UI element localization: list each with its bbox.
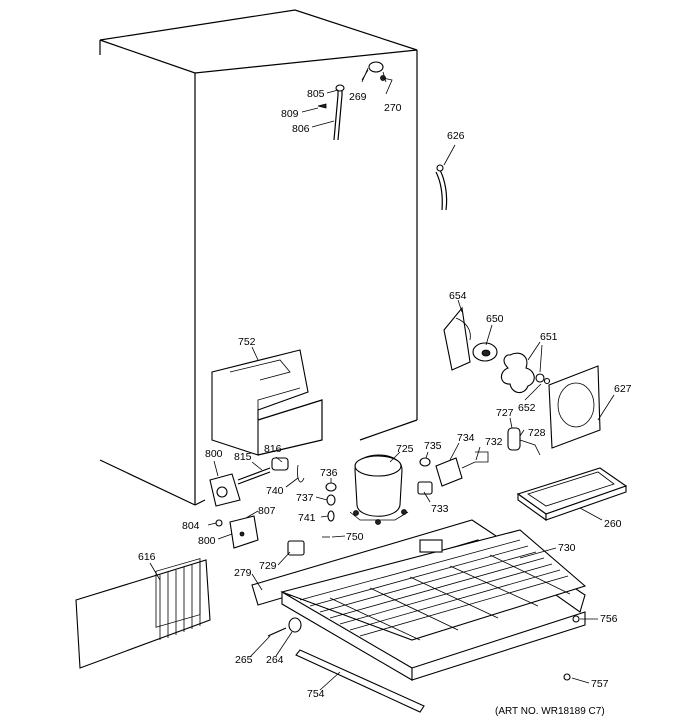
callout-260: 260 xyxy=(604,518,622,530)
drain-pan-260 xyxy=(516,467,628,522)
relay-assembly xyxy=(417,451,489,495)
callout-741: 741 xyxy=(298,512,316,524)
callout-754: 754 xyxy=(307,688,325,700)
water-valve-assembly xyxy=(209,457,337,549)
callout-650: 650 xyxy=(486,313,504,325)
condenser-fan-assembly xyxy=(443,306,601,449)
callout-816: 816 xyxy=(264,443,282,455)
callout-804: 804 xyxy=(182,520,200,532)
callout-750: 750 xyxy=(346,531,364,543)
rail-754 xyxy=(295,615,580,713)
callout-733: 733 xyxy=(431,503,449,515)
callout-264: 264 xyxy=(266,654,284,666)
callout-752: 752 xyxy=(238,336,256,348)
callout-652: 652 xyxy=(518,402,536,414)
callout-756: 756 xyxy=(600,613,618,625)
callout-616: 616 xyxy=(138,551,156,563)
callout-727: 727 xyxy=(496,407,514,419)
compressor-725 xyxy=(349,454,409,525)
callout-732: 732 xyxy=(485,436,503,448)
callout-654: 654 xyxy=(449,290,467,302)
cabinet xyxy=(99,9,418,506)
base-and-condenser xyxy=(251,519,587,681)
callout-651: 651 xyxy=(540,331,558,343)
callout-734: 734 xyxy=(457,432,475,444)
callout-737: 737 xyxy=(296,492,314,504)
callout-626: 626 xyxy=(447,130,465,142)
callout-728: 728 xyxy=(528,427,546,439)
callout-735: 735 xyxy=(424,440,442,452)
air-duct-752 xyxy=(211,349,323,456)
callout-807: 807 xyxy=(258,505,276,517)
fasteners-265-264 xyxy=(267,617,302,637)
callout-labels: 805 269 270 809 806 626 654 650 651 627 … xyxy=(138,88,632,700)
callout-265: 265 xyxy=(235,654,253,666)
callout-740: 740 xyxy=(266,485,284,497)
callout-725: 725 xyxy=(396,443,414,455)
callout-729: 729 xyxy=(259,560,277,572)
callout-800-top: 800 xyxy=(205,448,223,460)
callout-736: 736 xyxy=(320,467,338,479)
capacitor-727 xyxy=(507,427,541,456)
callout-730: 730 xyxy=(558,542,576,554)
callout-270: 270 xyxy=(384,102,402,114)
callout-800-bottom: 800 xyxy=(198,535,216,547)
leader-lines xyxy=(149,67,615,691)
callout-279: 279 xyxy=(234,567,252,579)
callout-809: 809 xyxy=(281,108,299,120)
callout-805: 805 xyxy=(307,88,325,100)
access-cover-616 xyxy=(75,558,211,669)
art-number: (ART NO. WR18189 C7) xyxy=(495,706,605,717)
callout-806: 806 xyxy=(292,123,310,135)
fan-motor-626 xyxy=(435,164,448,211)
junction-box-729 xyxy=(287,540,305,556)
callout-627: 627 xyxy=(614,383,632,395)
callout-269: 269 xyxy=(349,91,367,103)
callout-815: 815 xyxy=(234,451,252,463)
callout-757: 757 xyxy=(591,678,609,690)
